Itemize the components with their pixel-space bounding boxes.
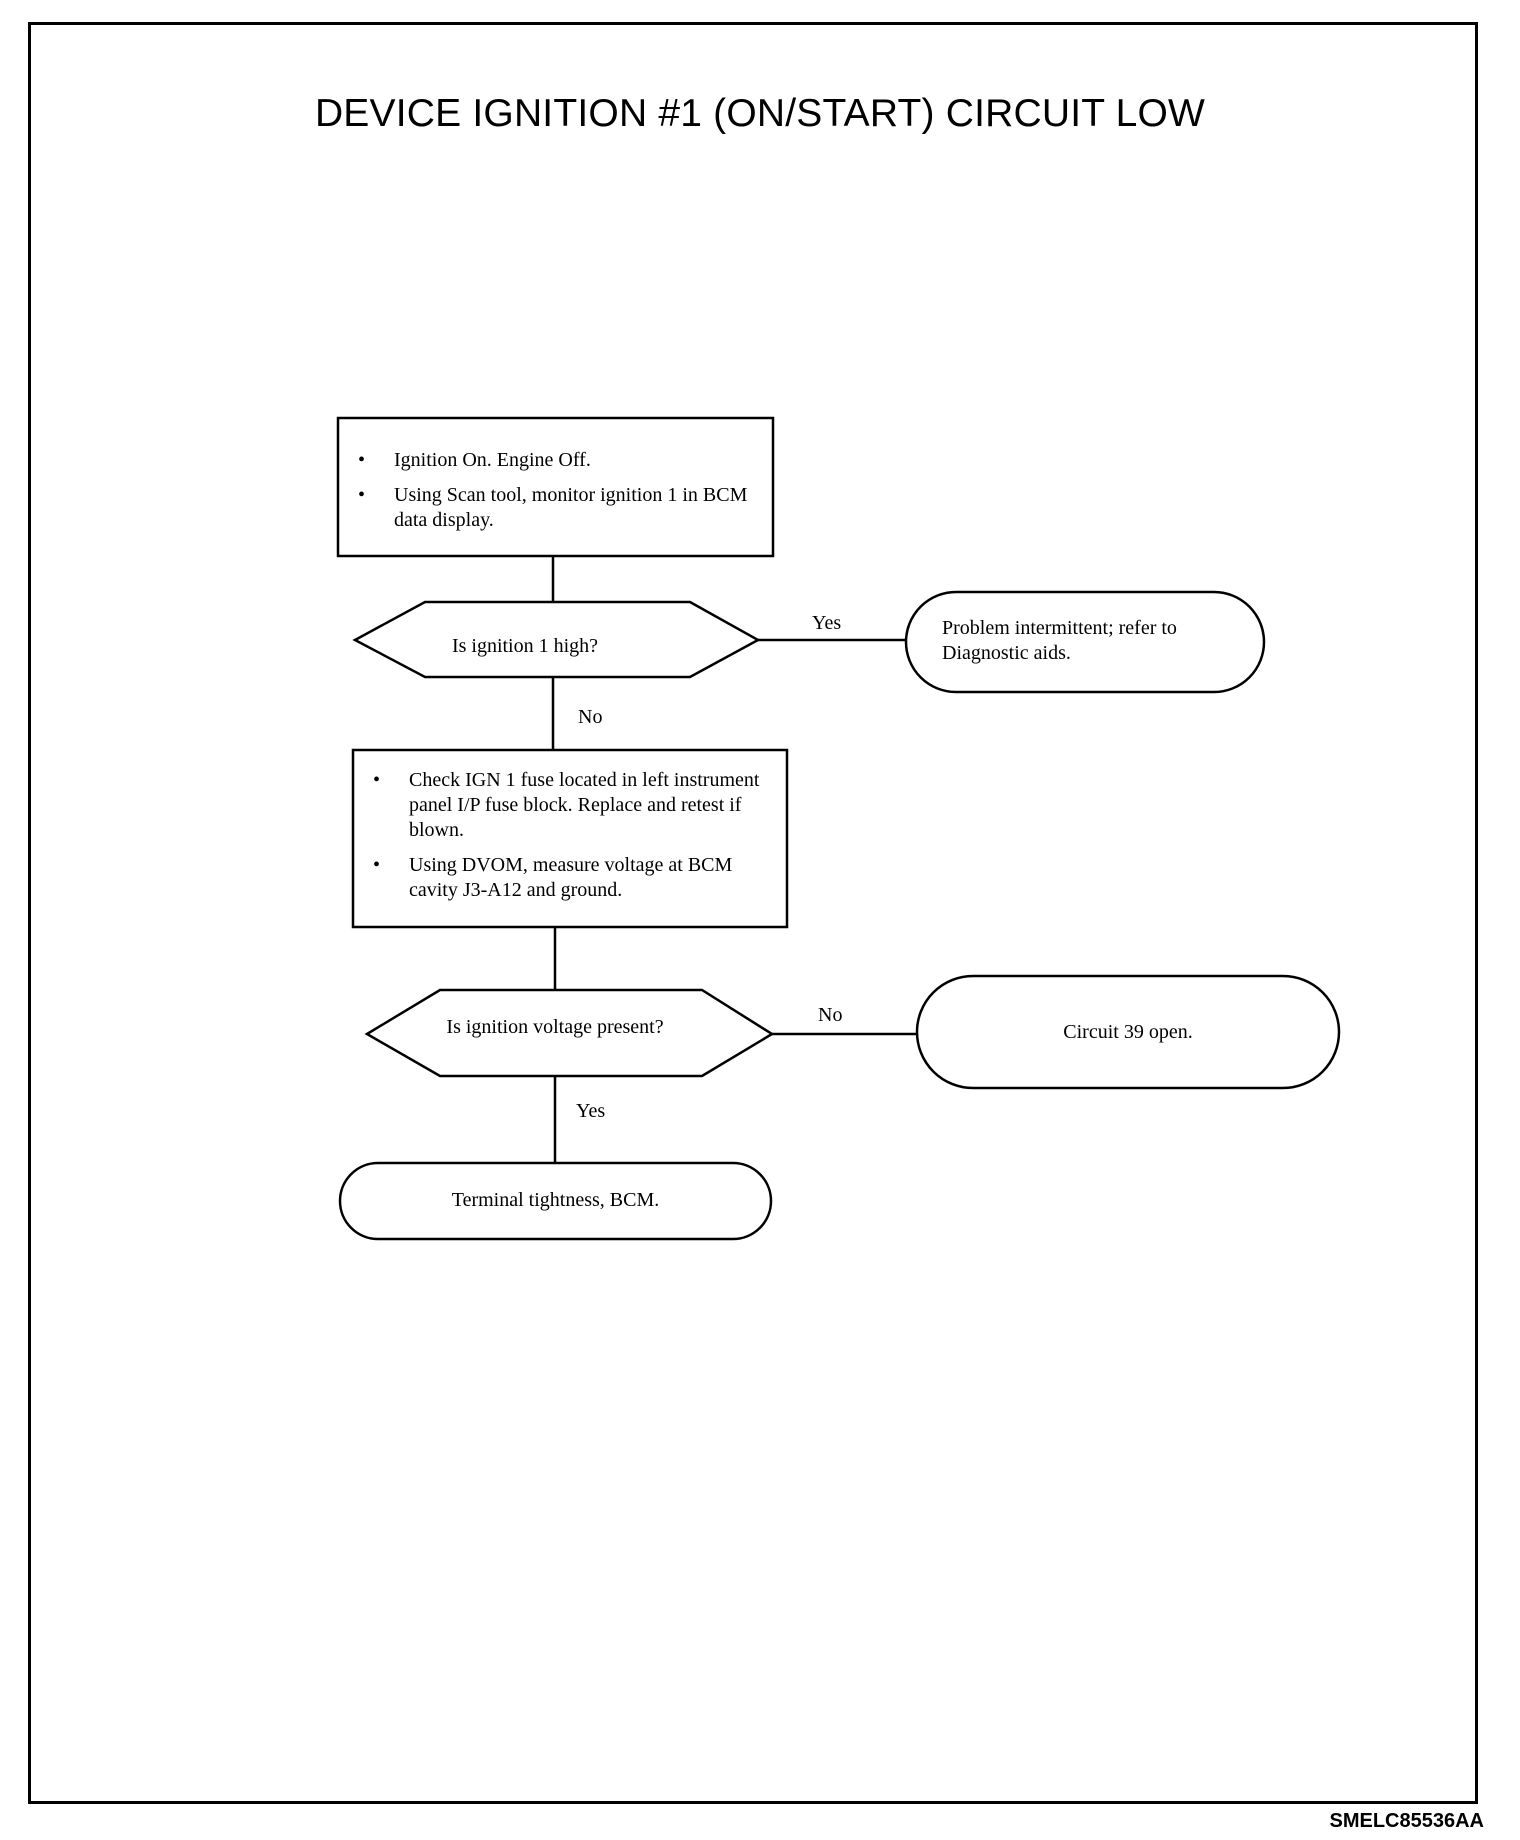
decision1-no-label: No [578, 706, 603, 728]
step1-bullet-1: Ignition On. Engine Off. [352, 448, 752, 473]
result2-text: Circuit 39 open. [1063, 1021, 1193, 1043]
decision2-yes-label: Yes [576, 1100, 606, 1122]
step2-text: Check IGN 1 fuse located in left instrum… [367, 768, 767, 913]
diagram-title: DEVICE IGNITION #1 (ON/START) CIRCUIT LO… [314, 92, 1206, 135]
result1-text: Problem intermittent; refer to Diagnosti… [942, 617, 1177, 664]
result3-text: Terminal tightness, BCM. [451, 1189, 660, 1211]
step2-bullet-2: Using DVOM, measure voltage at BCM cavit… [367, 853, 767, 903]
result3-terminal [338, 1161, 773, 1241]
decision2-no-label: No [818, 1004, 843, 1026]
decision1-yes-label: Yes [812, 612, 842, 634]
figure-code: SMELC85536AA [1329, 1810, 1484, 1832]
step1-bullet-2: Using Scan tool, monitor ignition 1 in B… [352, 483, 752, 533]
decision2-question: Is ignition voltage present? [446, 1016, 664, 1038]
result1-terminal [904, 590, 1266, 694]
decision1-question: Is ignition 1 high? [451, 635, 599, 657]
result2-terminal [915, 974, 1341, 1090]
step2-bullet-1: Check IGN 1 fuse located in left instrum… [367, 768, 767, 843]
step1-text: Ignition On. Engine Off. Using Scan tool… [352, 448, 752, 543]
